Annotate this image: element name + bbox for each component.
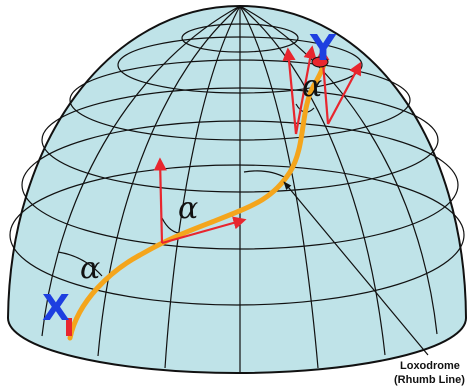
loxodrome-path (67, 57, 329, 341)
longitude-line (97, 5, 241, 357)
latitude-line (9, 164, 465, 306)
start-point-label: X (42, 288, 70, 329)
longitude-lines (41, 5, 438, 373)
end-point-dot (311, 56, 329, 68)
angle-arc-lower (57, 251, 103, 277)
angle-arc-center (243, 170, 287, 179)
angle-label-middle: α (178, 191, 198, 226)
heading-arrow (294, 45, 317, 135)
loxodrome-caption: Loxodrome (400, 360, 460, 372)
start-point-dot (66, 318, 72, 336)
heading-arrow (161, 216, 247, 245)
north-arrow (282, 47, 298, 135)
angle-label-lower: α (80, 251, 100, 286)
longitude-line (239, 5, 386, 356)
longitude-line (239, 5, 319, 369)
heading-arrow (327, 61, 362, 125)
heading-arrows (153, 45, 362, 245)
longitude-line (41, 5, 241, 337)
caption-leader-line (283, 181, 429, 356)
angle-label-upper: α (302, 69, 322, 104)
longitude-line (239, 5, 438, 335)
longitude-line (164, 5, 241, 369)
rhumb-line-caption: (Rhumb Line) (394, 374, 465, 386)
end-point-label: Y (309, 28, 337, 69)
north-arrow (153, 157, 167, 244)
